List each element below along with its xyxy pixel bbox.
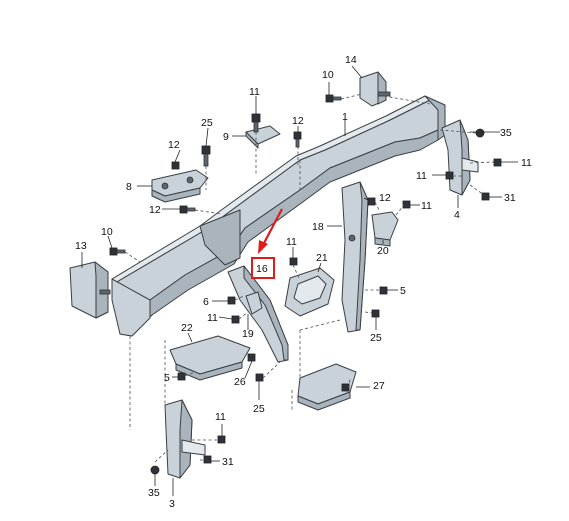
callout-11c: 11	[416, 170, 427, 182]
callout-27: 27	[373, 380, 385, 392]
leader-lines	[81, 65, 518, 496]
callout-31b: 31	[222, 456, 234, 468]
callout-11f: 11	[207, 312, 218, 324]
alignment-lines	[124, 93, 495, 463]
callout-6: 6	[203, 296, 209, 308]
callout-26: 26	[234, 376, 246, 388]
highlight-arrow	[258, 208, 283, 254]
callout-12a: 12	[292, 115, 304, 127]
bracket-9	[245, 125, 281, 149]
bracket-21	[284, 267, 335, 317]
callout-35b: 35	[148, 487, 160, 499]
callout-8: 8	[126, 181, 132, 193]
callout-12c: 12	[149, 204, 161, 216]
callout-4: 4	[454, 209, 460, 221]
callout-9: 9	[223, 131, 229, 143]
callout-13: 13	[75, 240, 87, 252]
callout-14: 14	[345, 54, 357, 66]
callout-19: 19	[242, 328, 254, 340]
callout-11a: 11	[249, 86, 260, 98]
callout-11b: 11	[521, 157, 532, 169]
bracket-18	[341, 181, 369, 333]
cross-member-beam	[111, 95, 446, 337]
callout-12d: 12	[379, 192, 391, 204]
callout-25c: 25	[253, 403, 265, 415]
callout-1: 1	[342, 111, 348, 123]
highlight-box-16	[251, 257, 275, 279]
callout-10a: 10	[322, 69, 334, 81]
right-end-bracket	[441, 119, 479, 196]
callout-3: 3	[169, 498, 175, 510]
left-mount-bracket	[69, 261, 111, 319]
callout-12b: 12	[168, 139, 180, 151]
right-mount-bracket	[359, 71, 391, 107]
callout-25a: 25	[201, 117, 213, 129]
callout-31a: 31	[504, 192, 516, 204]
bracket-8	[151, 169, 209, 203]
callout-16: 16	[256, 263, 268, 275]
callout-35a: 35	[500, 127, 512, 139]
callout-22: 22	[181, 322, 193, 334]
callout-25b: 25	[370, 332, 382, 344]
callout-18: 18	[312, 221, 324, 233]
callout-11g: 11	[215, 411, 226, 423]
bracket-3	[164, 399, 206, 479]
callout-20: 20	[377, 245, 389, 257]
bracket-27	[297, 363, 357, 411]
callout-11e: 11	[286, 236, 297, 248]
callout-5a: 5	[400, 285, 406, 297]
bracket-22	[169, 335, 251, 381]
bracket-19	[245, 291, 263, 315]
bracket-20	[371, 211, 399, 247]
callout-labels: 1 3 4 5 5 6 8 9 10 10 11 11 11 11 11 11 …	[75, 54, 532, 510]
callout-5b: 5	[164, 372, 170, 384]
callout-21: 21	[316, 252, 328, 264]
callout-10b: 10	[101, 226, 113, 238]
callout-11d: 11	[421, 200, 432, 212]
